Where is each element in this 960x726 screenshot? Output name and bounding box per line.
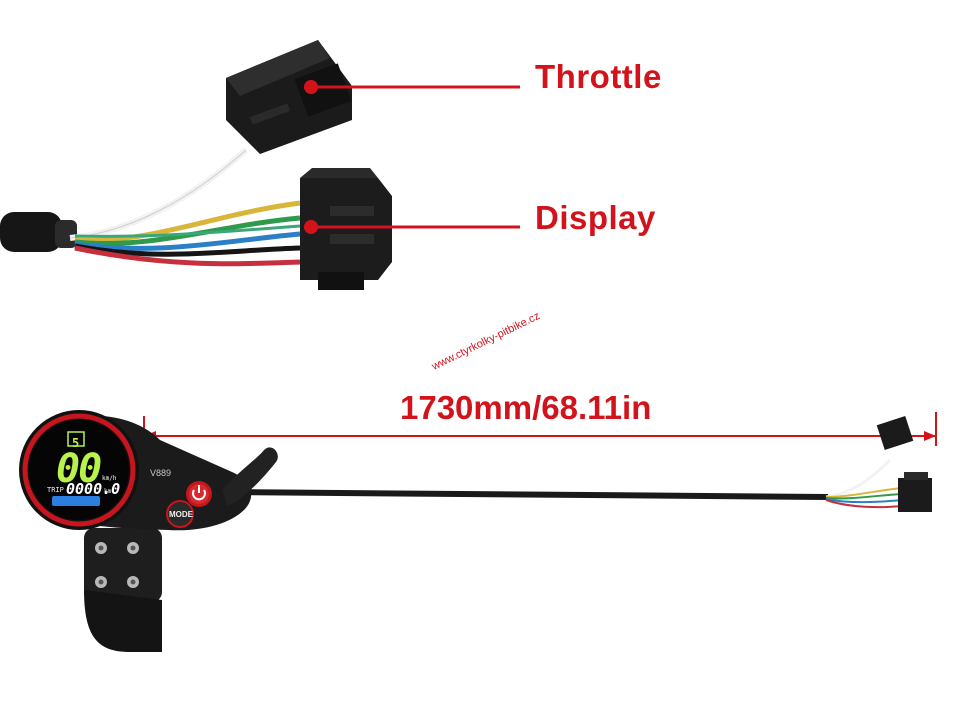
wire-yellow (74, 200, 301, 243)
long-cable (219, 489, 829, 500)
lcd-gear: 5 (72, 436, 80, 450)
cable-sheath-top (0, 212, 77, 252)
display-leader (304, 220, 520, 234)
lcd-speed: 00 (56, 446, 102, 492)
power-icon (192, 489, 206, 501)
wire-red (74, 245, 301, 267)
lcd-speed-unit: km/h (102, 475, 117, 482)
throttle-connector (226, 40, 352, 154)
wire-green-2 (74, 224, 301, 238)
lcd-screen (19, 410, 139, 530)
wire-green (74, 215, 301, 247)
wire-black (74, 243, 301, 257)
mini-throttle-connector (876, 416, 914, 450)
mini-display-connector (898, 472, 932, 512)
lcd-trip-unit: km (104, 488, 112, 495)
throttle-leader (304, 80, 520, 94)
device-model-label: V889 (150, 468, 172, 478)
lcd-trip-label: TRIP (47, 486, 64, 494)
throttle-label: Throttle (535, 58, 662, 95)
lcd-battery-bar (52, 496, 100, 506)
lcd-trip-value: 0000.0 (66, 480, 121, 498)
cable-length-label: 1730mm/68.11in (400, 389, 652, 426)
wire-blue (74, 231, 301, 251)
mode-button-label: MODE (169, 510, 193, 519)
handlebar-clamp (84, 528, 162, 652)
mode-button[interactable] (166, 500, 194, 528)
power-button[interactable] (186, 481, 212, 507)
display-label: Display (535, 199, 656, 236)
display-connector (300, 168, 392, 290)
wire-white (69, 147, 248, 241)
